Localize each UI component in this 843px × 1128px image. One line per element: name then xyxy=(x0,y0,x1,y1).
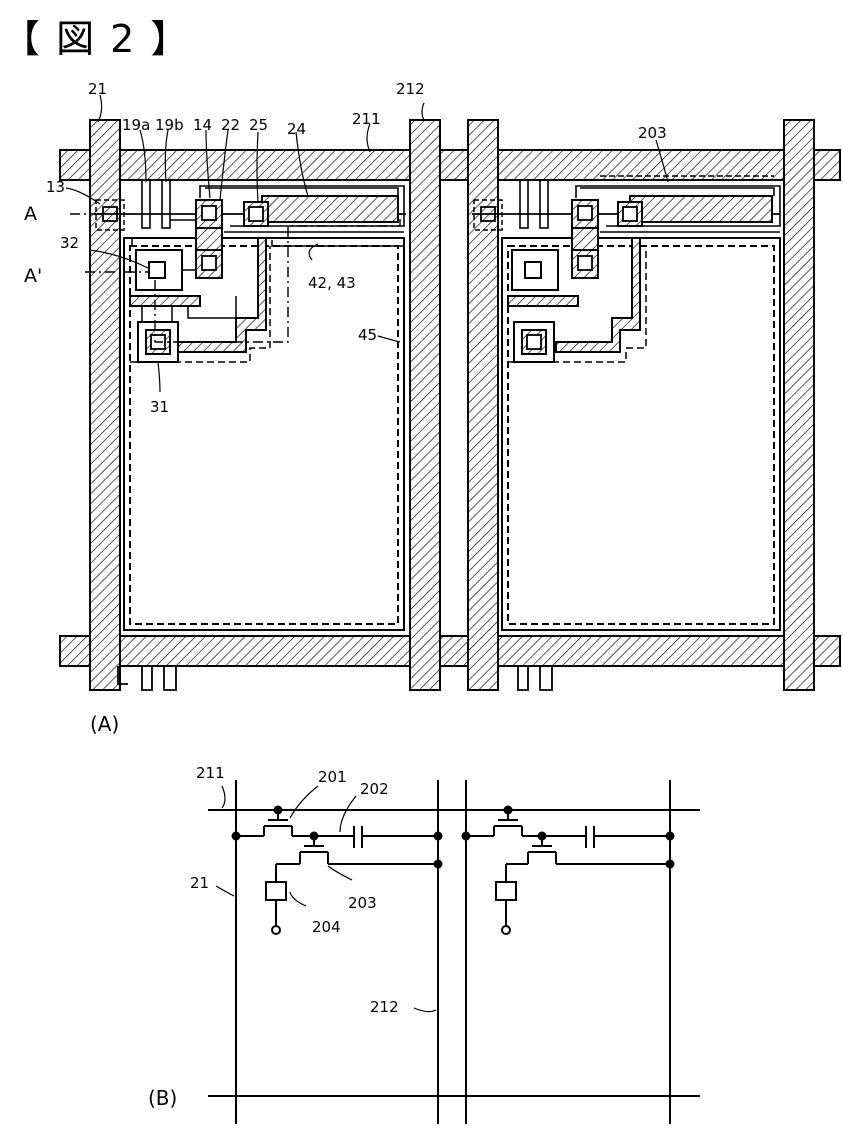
power-line-pixel-2 xyxy=(784,120,814,690)
ref-b-202: 202 xyxy=(360,780,389,798)
ref-45: 45 xyxy=(358,326,377,344)
panel-b-labels: 211 201 202 21 203 204 212 xyxy=(190,764,399,1016)
ref-21: 21 xyxy=(88,80,107,98)
ref-b-204: 204 xyxy=(312,918,341,936)
ref-22: 22 xyxy=(221,116,240,134)
ref-203-a: 203 xyxy=(638,124,667,142)
ref-212: 212 xyxy=(396,80,425,98)
scan-line-bottom xyxy=(60,636,840,666)
ref-14: 14 xyxy=(193,116,212,134)
ref-32: 32 xyxy=(60,234,79,252)
ref-A: A xyxy=(24,203,37,225)
ref-24: 24 xyxy=(287,120,306,138)
panel-b-circuit xyxy=(208,780,700,1124)
ref-25: 25 xyxy=(249,116,268,134)
ref-b-212: 212 xyxy=(370,998,399,1016)
signal-line-21 xyxy=(90,120,120,690)
panel-a-label: (A) xyxy=(90,712,119,736)
ref-A-prime: A' xyxy=(24,265,42,287)
panel-b-label: (B) xyxy=(148,1086,177,1110)
ref-b-203: 203 xyxy=(348,894,377,912)
power-line-212 xyxy=(410,120,440,690)
ref-31: 31 xyxy=(150,398,169,416)
transistor-32 xyxy=(136,250,182,290)
ref-b-21: 21 xyxy=(190,874,209,892)
ref-211: 211 xyxy=(352,110,381,128)
gate-19a xyxy=(142,180,150,228)
panel-b-leaders xyxy=(216,786,436,1012)
signal-line-pixel-2 xyxy=(468,120,498,690)
ref-19b: 19b xyxy=(155,116,184,134)
ref-13: 13 xyxy=(46,178,65,196)
ref-42-43: 42, 43 xyxy=(308,274,356,292)
ref-b-211: 211 xyxy=(196,764,225,782)
ref-b-201: 201 xyxy=(318,768,347,786)
panel-a-layout xyxy=(60,120,840,690)
capacitor-line-24 xyxy=(262,196,398,222)
gate-19b xyxy=(162,180,170,228)
ref-19a: 19a xyxy=(122,116,150,134)
